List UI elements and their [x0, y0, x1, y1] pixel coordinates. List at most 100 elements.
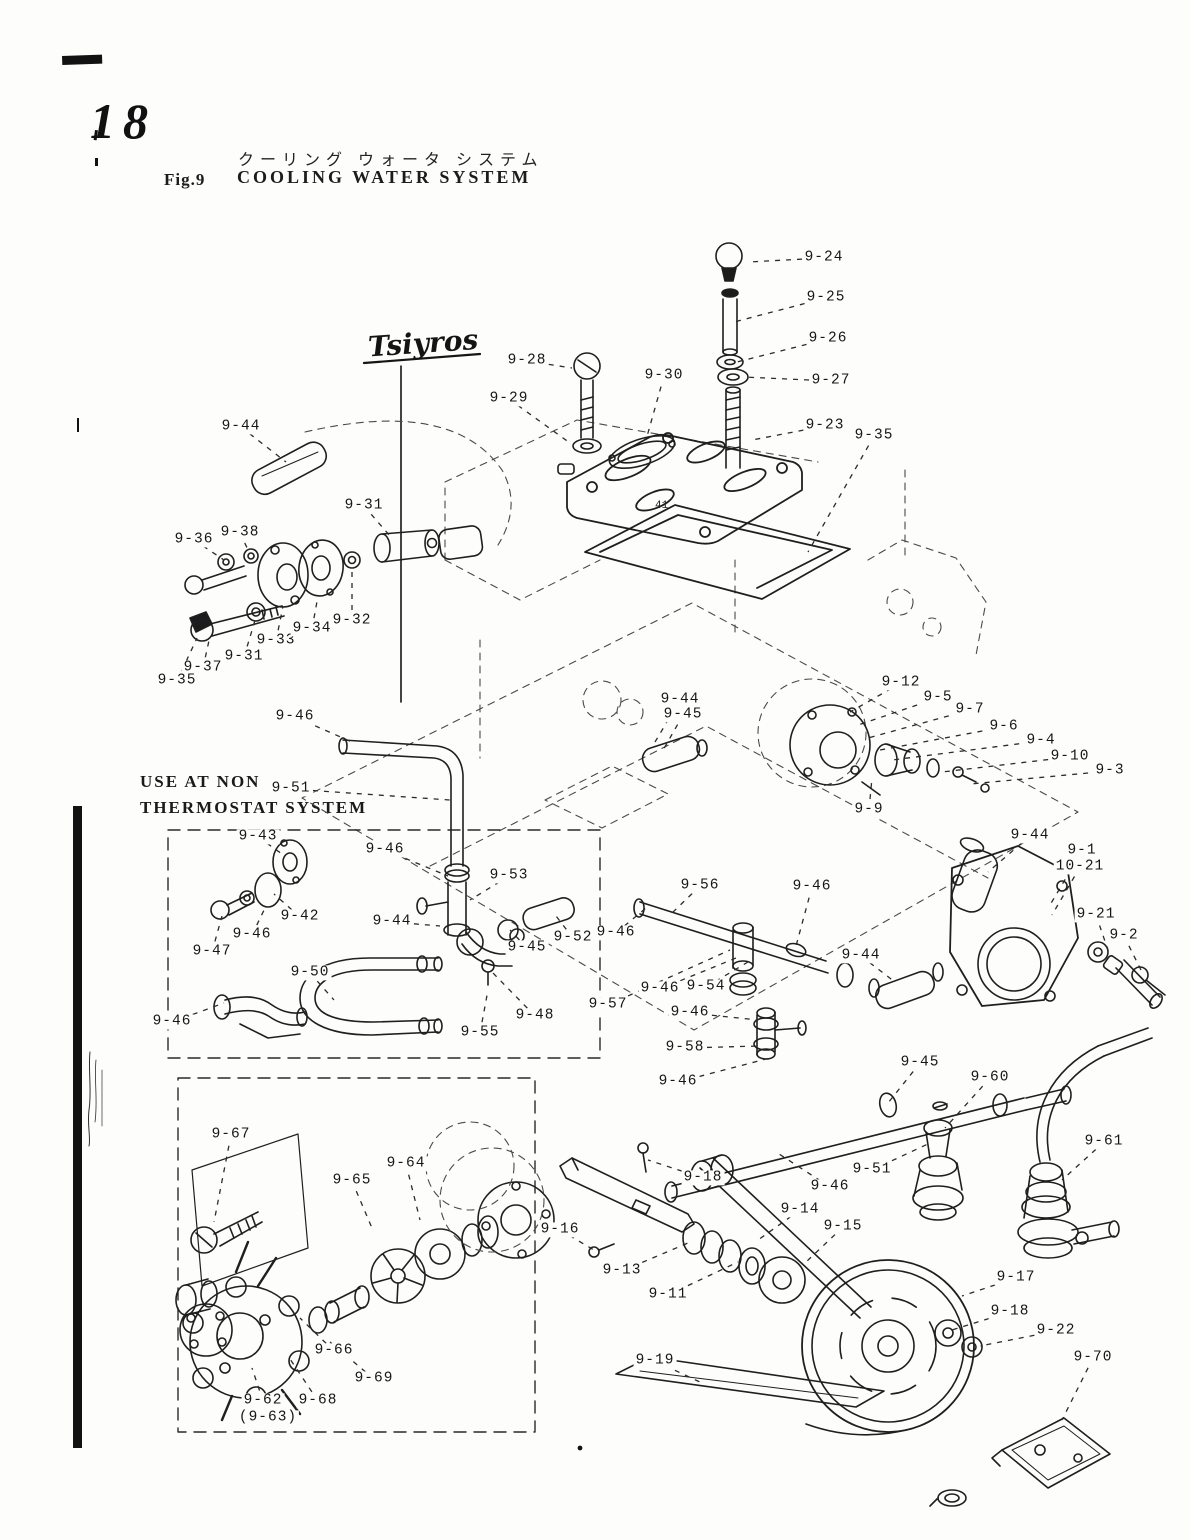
leader-line [405, 1163, 421, 1221]
leader-line [887, 1062, 921, 1104]
rocker-cover [566, 432, 851, 600]
leader-line [891, 740, 1042, 761]
thermostat-group-box [167, 829, 601, 1059]
leader-line [615, 907, 647, 934]
leader-line [751, 425, 826, 441]
leader-line [171, 1002, 225, 1023]
leader-line [469, 875, 510, 901]
leader-line [479, 989, 489, 1034]
leader-line [689, 1012, 759, 1021]
leader-line [211, 915, 223, 953]
pump-shaft-and-seals [559, 1142, 806, 1304]
bypass-hose [251, 441, 328, 496]
leader-line [251, 905, 267, 936]
leader-line [176, 637, 198, 682]
leader-line [202, 635, 211, 669]
leader-line [857, 697, 939, 726]
leader-line [1061, 1357, 1094, 1421]
drain-valve [912, 1101, 964, 1221]
leader-line [661, 714, 684, 753]
scan-artifacts [62, 54, 583, 1451]
scan-smudges [87, 1051, 103, 1147]
leader-line [645, 375, 665, 441]
leader-line [559, 1229, 595, 1251]
leader-line [240, 426, 287, 463]
engine-block-ghost [301, 419, 1079, 1031]
leader-line [243, 616, 257, 658]
leader-line [987, 835, 1031, 873]
leader-line [941, 756, 1071, 773]
leader-line [677, 1057, 771, 1083]
handwritten-rule [362, 352, 482, 703]
cover-bolt-and-gasket [557, 352, 676, 475]
leader-line [879, 726, 1005, 751]
note-thermostat-system: THERMOSTAT SYSTEM [140, 798, 368, 817]
pulley-and-belt [615, 1157, 983, 1436]
leader-line [951, 1311, 1011, 1331]
leader-line [747, 257, 825, 263]
leader-line [257, 836, 286, 857]
leader-line [647, 1159, 704, 1179]
leader-line [299, 1317, 335, 1352]
leader-line [944, 1077, 991, 1129]
note-use-at-non: USE AT NON [140, 772, 261, 791]
leader-line [311, 595, 319, 630]
leader-line [509, 929, 528, 949]
leader-line [287, 1355, 319, 1402]
leader-line [705, 961, 749, 988]
center-hoses [633, 735, 944, 1060]
water-pipe [338, 737, 575, 986]
thermostat-bypass-parts [210, 839, 443, 1039]
water-pump-exploded [175, 1121, 555, 1422]
leader-line [239, 532, 251, 555]
leader-line [807, 435, 875, 553]
leader-line [684, 1045, 761, 1049]
leader-line [736, 338, 829, 363]
leader-line [621, 1242, 689, 1272]
thermostat-housing-parts [184, 525, 484, 642]
leader-line [273, 893, 301, 918]
leader-line [667, 1261, 739, 1296]
leader-line [1051, 866, 1081, 916]
leader-line [508, 398, 571, 444]
leader-line [526, 360, 573, 369]
leader-line [384, 849, 449, 877]
leader-line [733, 297, 827, 323]
pump-group-box [177, 1077, 536, 1433]
leader-line [351, 1180, 373, 1229]
drain-tube [664, 1085, 1072, 1203]
leader-line [275, 605, 284, 642]
leader-line [193, 539, 225, 561]
outlet-housing [949, 837, 1166, 1009]
leader-line [860, 955, 896, 983]
leader-line [654, 1360, 703, 1384]
leader-line [757, 1209, 801, 1241]
leader-line [363, 505, 391, 537]
filler-cap-and-stud [715, 242, 749, 469]
leader-line [659, 957, 737, 990]
leader-line [743, 376, 832, 382]
leader-line [867, 709, 971, 739]
breather-bell [1017, 1027, 1153, 1259]
leader-line [979, 1330, 1057, 1347]
leader-line [969, 770, 1111, 785]
leader-line [805, 1226, 844, 1263]
leader-line [795, 886, 813, 947]
figure-title: COOLING WATER SYSTEM [237, 167, 532, 187]
leader-line [251, 1367, 264, 1402]
leader-line [1049, 850, 1083, 906]
leader-line [871, 1142, 931, 1171]
leader-line [391, 921, 441, 927]
leader-line [607, 949, 731, 1006]
leader-line [290, 788, 451, 801]
leader-line [1095, 914, 1109, 951]
figure-label: Fig.9 [164, 170, 206, 189]
leader-line [961, 1277, 1017, 1297]
leader-line [294, 716, 353, 743]
title-japanese: クーリング ウォータ システム [238, 152, 544, 169]
leader-line [213, 1134, 232, 1223]
leader-line [671, 885, 701, 914]
